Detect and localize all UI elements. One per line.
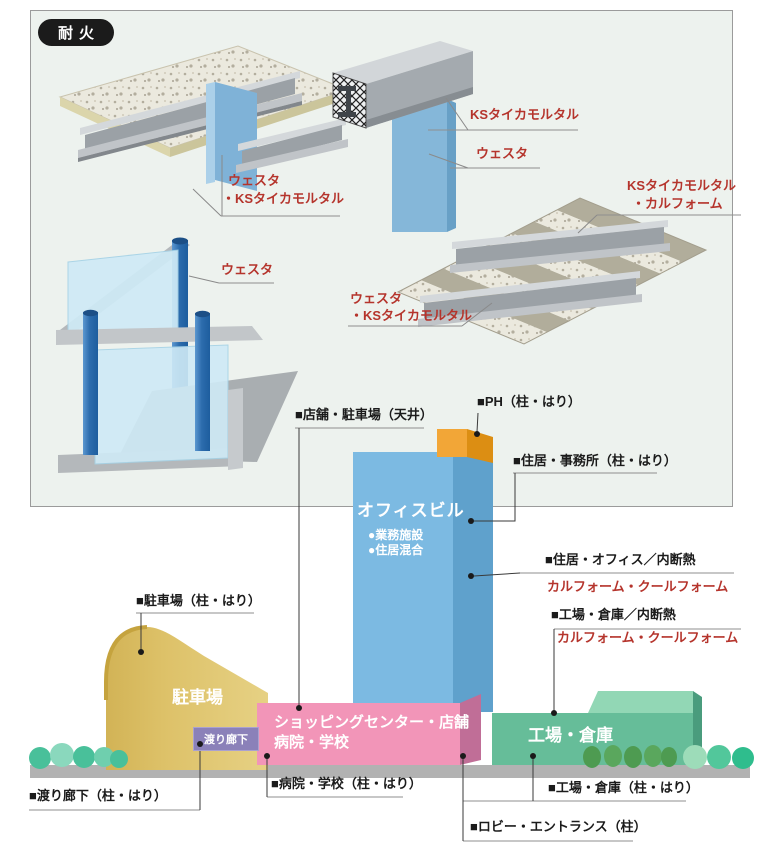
office-bullet-1: ●業務施設 bbox=[368, 528, 424, 542]
shopping-building-front bbox=[257, 703, 460, 765]
callout-ph: ■PH（柱・はり） bbox=[477, 394, 581, 409]
label-box-mortar: KSタイカモルタル bbox=[470, 107, 580, 122]
callout-residence-ins: ■住居・オフィス／内断熱 bbox=[545, 552, 696, 567]
callout-residence-ins-material: カルフォーム・クールフォーム bbox=[547, 579, 729, 594]
office-tower-front bbox=[353, 452, 453, 712]
callout-store-ceiling: ■店舗・駐車場（天井） bbox=[295, 407, 433, 422]
shopping-name-line2: 病院・学校 bbox=[274, 734, 350, 751]
corridor-badge: 渡り廊下 bbox=[193, 727, 259, 751]
cityscape bbox=[29, 429, 754, 778]
label-balcony-westa: ウェスタ bbox=[221, 262, 274, 277]
label-box-westa: ウェスタ bbox=[476, 146, 529, 161]
callout-factory-ins-material: カルフォーム・クールフォーム bbox=[557, 630, 739, 645]
office-tower-side bbox=[453, 452, 493, 712]
deck-illustration bbox=[396, 197, 708, 345]
callout-hospital: ■病院・学校（柱・はり） bbox=[271, 776, 422, 791]
trees-factory bbox=[583, 745, 677, 768]
label-deck-left-l1: ウェスタ bbox=[350, 291, 403, 306]
box-beam-illustration bbox=[332, 41, 473, 232]
label-ceiling-l2: ・KSタイカモルタル bbox=[222, 191, 345, 206]
callout-parking: ■駐車場（柱・はり） bbox=[136, 593, 261, 608]
label-deck-right-l1: KSタイカモルタル bbox=[627, 178, 737, 193]
callout-residence-office: ■住居・事務所（柱・はり） bbox=[513, 453, 677, 468]
shopping-name-line1: ショッピングセンター・店舗 bbox=[274, 714, 470, 731]
factory-roof bbox=[588, 691, 693, 713]
label-deck-right-l2: ・カルフォーム bbox=[632, 196, 723, 211]
callout-corridor: ■渡り廊下（柱・はり） bbox=[29, 788, 167, 803]
callout-factory-ins: ■工場・倉庫／内断熱 bbox=[551, 607, 676, 622]
ph-box-side bbox=[467, 429, 493, 463]
label-deck-left-l2: ・KSタイカモルタル bbox=[350, 308, 473, 323]
callout-factory: ■工場・倉庫（柱・はり） bbox=[548, 780, 699, 795]
ceiling-beam-illustration bbox=[58, 45, 350, 191]
office-bullet-2: ●住居混合 bbox=[368, 543, 424, 557]
factory-name: 工場・倉庫 bbox=[528, 726, 613, 745]
office-building-title: オフィスビル bbox=[357, 501, 465, 520]
balcony-illustration bbox=[56, 237, 298, 473]
corridor-dot bbox=[197, 741, 203, 747]
trees-left bbox=[29, 743, 128, 769]
parking-name: 駐車場 bbox=[172, 688, 223, 707]
shopping-building-side bbox=[460, 694, 481, 765]
callout-lobby: ■ロビー・エントランス（柱） bbox=[470, 819, 647, 834]
fireproof-badge: 耐火 bbox=[38, 19, 114, 46]
callout-connectors bbox=[29, 97, 741, 842]
ph-box-front bbox=[437, 429, 467, 457]
label-ceiling-l1: ウェスタ bbox=[228, 173, 281, 188]
trees-right bbox=[683, 745, 754, 769]
